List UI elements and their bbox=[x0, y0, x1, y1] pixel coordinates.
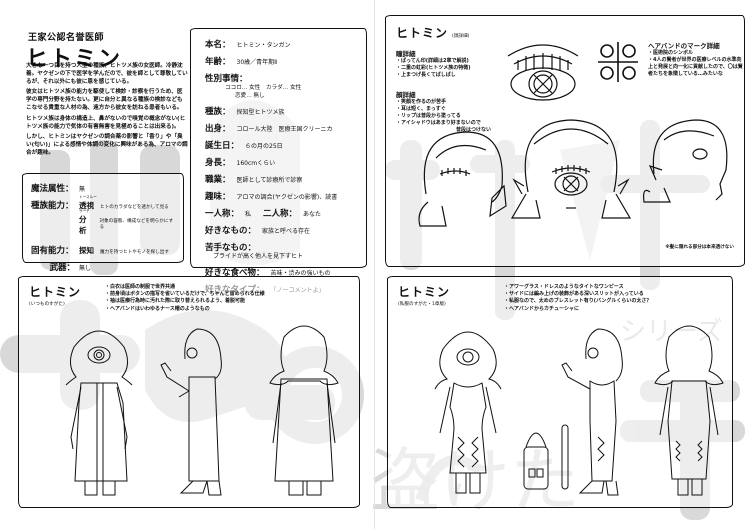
ability-name: 分析 bbox=[79, 215, 87, 235]
unique-ability-row: 固有能力： 探知 魔力を持つヒトやモノを探し出す bbox=[31, 244, 175, 256]
accessory-bag-and-wand bbox=[523, 424, 569, 490]
ability-item: サーチ分析 対象の容態、構成などを明らかにする bbox=[79, 209, 175, 236]
abilities-panel: 魔法属性： 無 種族能力： トースルー透視 ヒトのカラダなどを透かして見る サー… bbox=[22, 173, 184, 273]
profile-panel: 本名： ヒトミン・タンガン 年齢： 30歳／青年期Ⅱ 性別事情： ココロ… 女性… bbox=[190, 28, 367, 295]
right-page: ヒトミン (顔詳細) 瞳詳細 ・ぱってん印(詳細は2章で解説) ・二重の虹彩(ヒ… bbox=[375, 0, 750, 529]
section-caption: (顔詳細) bbox=[452, 34, 470, 39]
figure-back-labcoat bbox=[269, 325, 339, 496]
profile-origin: 出身： コロール大陸 医療王国クリーニカ bbox=[205, 124, 333, 134]
section-character-name: ヒトミン bbox=[396, 26, 449, 40]
magic-attribute-row: 魔法属性： 無 bbox=[31, 182, 175, 194]
ability-ruby: サーチ bbox=[79, 209, 90, 213]
race-ability-label: 種族能力： bbox=[31, 201, 74, 211]
intro-paragraph: 大きな一つ目を持つ人型の種族、ヒトツメ族の女医師。冷静沈着。ヤクゼンの下で医学を… bbox=[26, 63, 188, 86]
figure-side-dress bbox=[561, 328, 623, 496]
figure-side-labcoat bbox=[160, 328, 222, 496]
outfit-usual-panel: ヒトミン (いつものすがた) ・白衣は医師の制服で世界共通 ・前身頃はボタンの描… bbox=[18, 276, 360, 508]
weapon-label: 武器： bbox=[49, 263, 75, 273]
ability-ruby: トースルー bbox=[79, 195, 97, 199]
profile-occupation: 職業： 医師として診療所で診察 bbox=[205, 175, 303, 185]
profile-real-name: 本名： ヒトミン・タンガン bbox=[205, 40, 291, 50]
profile-pronouns: 一人称： 私 二人称： あなた bbox=[205, 209, 322, 219]
eye-detail-notes: ・ぱってん印(詳細は2章で解説) ・二重の虹彩(ヒトツメ族の特徴) ・上まつげ長… bbox=[396, 58, 471, 78]
race-ability-row: 種族能力： トースルー透視 ヒトのカラダなどを透かして見る サーチ分析 対象の容… bbox=[31, 195, 175, 239]
profile-birthday: 誕生日： ６の月の25日 bbox=[205, 141, 283, 151]
character-intro: 大きな一つ目を持つ人型の種族、ヒトツメ族の女医師。冷静沈着。ヤクゼンの下で医学を… bbox=[26, 62, 188, 159]
section-character-name: ヒトミン bbox=[398, 285, 451, 299]
profile-race: 種族： 探知型ヒトツメ族 bbox=[205, 107, 285, 117]
eye-closeup-drawing bbox=[507, 44, 579, 101]
unique-ability-desc: 魔力を持つヒトやモノを探し出す bbox=[100, 250, 169, 255]
section-caption: (私服のすがた・1章版) bbox=[398, 302, 446, 307]
headband-detail: ヘアバンドのマーク詳細 ・医術院のシンボル ・4人の賢者が世界の医療レベルの水準… bbox=[648, 40, 746, 78]
character-title: 王家公認名誉医師 bbox=[28, 33, 105, 43]
unique-ability-label: 固有能力： bbox=[31, 246, 74, 256]
profile-age: 年齢： 30歳／青年期Ⅱ bbox=[205, 57, 278, 67]
ability-name: 透視 bbox=[79, 201, 94, 210]
intro-paragraph: しかし、ヒトミンはヤクゼンの調合薬の影響と「香り」や「臭い(匂い)」による感情や… bbox=[26, 133, 188, 156]
profile-hobby: 趣味： アロマの調合(ヤクゼンの影響)、読書 bbox=[205, 192, 338, 202]
section-caption: (いつものすがた) bbox=[29, 302, 65, 307]
headband-notes: ・医術院のシンボル ・4人の賢者が世界の医療レベルの水準向上と発展と向一化に貢献… bbox=[648, 50, 743, 77]
head-front-drawing bbox=[510, 119, 632, 219]
face-detail-heading: 顔詳細 bbox=[396, 91, 416, 99]
figure-front-dress bbox=[434, 331, 502, 494]
profile-dislikes: 苦手なもの： プライドが高く他人を見下すヒト bbox=[205, 243, 304, 260]
character-name: ヒトミン bbox=[26, 47, 123, 72]
head-three-quarter-drawing bbox=[418, 131, 507, 227]
profile-likes: 好きなもの： 家族と呼べる存在 bbox=[205, 226, 311, 236]
hair-footnote: ※髪に隠れる部分は本来透けない bbox=[665, 245, 734, 250]
ability-desc: 対象の容態、構成などを明らかにする bbox=[99, 219, 174, 230]
page-gutter bbox=[374, 0, 375, 529]
outfit-casual-panel: ヒトミン (私服のすがた・1章版) ・アワーグラス・ドレスのようなタイトなワンピ… bbox=[387, 276, 733, 508]
outfit-notes: ・白衣は医師の制服で世界共通 ・前身頃はボタンの描写を省いているだけで、ちゃんと… bbox=[105, 284, 265, 312]
magic-attribute-label: 魔法属性： bbox=[31, 184, 74, 194]
weapon-row: 武器： 無し bbox=[31, 261, 175, 273]
face-detail-panel: ヒトミン (顔詳細) 瞳詳細 ・ぱってん印(詳細は2章で解説) ・二重の虹彩(ヒ… bbox=[385, 15, 745, 267]
figure-back-dress bbox=[654, 325, 724, 496]
profile-favorite-food: 好きな食べ物： 苦味・渋みの強いもの bbox=[205, 268, 331, 278]
head-side-drawing bbox=[643, 119, 728, 203]
intro-paragraph: 彼女はヒトツメ族の能力を駆使して検診・診察を行うため、医学の専門分野を持たない。… bbox=[26, 89, 183, 112]
intro-paragraph: ヒトツメ族は身体の構造上、鼻がないので嗅覚の概念がない(ヒトツメ族の能力で気体の… bbox=[26, 115, 186, 130]
weapon-value: 無し bbox=[79, 265, 92, 272]
eye-detail-heading: 瞳詳細 bbox=[396, 50, 416, 58]
face-detail-notes: ・笑顔を作るのが苦手 ・耳は短く、まっすぐ ・リップは普段から塗ってる ・アイシ… bbox=[396, 99, 492, 133]
profile-height: 身長： 160cmくらい bbox=[205, 158, 276, 168]
ability-item: トースルー透視 ヒトのカラダなどを透かして見る bbox=[79, 195, 175, 211]
headband-heading: ヘアバンドのマーク詳細 bbox=[648, 42, 720, 50]
figure-front-labcoat bbox=[65, 330, 133, 496]
headband-symbol-icon bbox=[598, 42, 638, 82]
left-page: 王家公認名誉医師 ヒトミン 大きな一つ目を持つ人型の種族、ヒトツメ族の女医師。冷… bbox=[18, 28, 367, 508]
section-character-name: ヒトミン bbox=[29, 285, 82, 299]
outfit-notes: ・アワーグラス・ドレスのようなタイトなワンピース ・サイドには編み上げの装飾があ… bbox=[504, 284, 652, 312]
ability-desc: ヒトのカラダなどを透かして見る bbox=[100, 205, 169, 210]
profile-gender: 性別事情： ココロ… 女性 カラダ… 女性 恋愛… 無し bbox=[205, 74, 302, 99]
unique-ability-name: 探知 bbox=[79, 246, 94, 255]
magic-attribute-value: 無 bbox=[79, 186, 86, 193]
